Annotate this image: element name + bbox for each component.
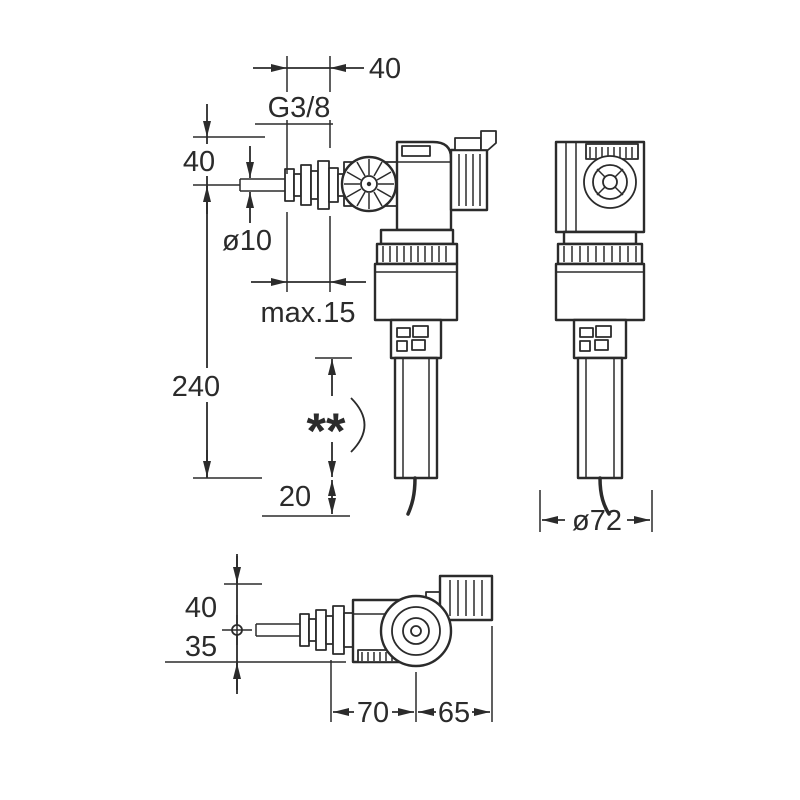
dim-label-inlet-offset: 40 [183, 146, 215, 178]
electrical-connector [449, 130, 497, 212]
dim-label-length-right: 65 [438, 697, 470, 729]
flush-connector [373, 262, 459, 322]
dim-label-top-view-lower: 35 [185, 631, 217, 663]
top-view [255, 574, 494, 668]
dim-label-inlet-diameter: ø10 [222, 225, 272, 257]
top-valve-cap [379, 594, 453, 668]
dim-label-top-view-upper: 40 [185, 592, 217, 624]
valve-body [395, 140, 453, 232]
dim-top-view-offsets: 40 35 [165, 554, 346, 694]
inlet-pipe [239, 178, 287, 192]
dim-top-width: 40 [253, 53, 401, 174]
collar [379, 228, 455, 246]
front-view [554, 140, 646, 516]
front-sensor-cable [598, 476, 611, 516]
inlet-fitting [284, 160, 347, 210]
dim-top-view-lengths: 70 65 [330, 626, 493, 729]
footnote-bracket [350, 397, 366, 453]
footnote-marker: ** [307, 403, 346, 459]
union-nut [375, 242, 459, 266]
front-flush-connector [554, 262, 646, 322]
flow-regulator-wheel [340, 155, 398, 213]
front-valve-body [554, 140, 646, 234]
side-view [239, 130, 497, 516]
dim-inlet-offset: 40 240 [167, 104, 265, 479]
connector-clip [480, 130, 497, 151]
dim-wall-thickness: max.15 [251, 212, 366, 329]
front-valve-cartridge [572, 318, 628, 360]
dim-thread: G3/8 [255, 92, 334, 125]
dim-inlet-diameter: ø10 [222, 146, 272, 257]
front-union-nut [556, 242, 644, 266]
front-outlet-tube [576, 356, 624, 480]
sensor-cable [406, 476, 417, 516]
outlet-tube [393, 356, 439, 480]
valve-cartridge [389, 318, 443, 360]
dim-label-wall-thickness: max.15 [260, 297, 355, 329]
top-electrical-connector [438, 574, 494, 622]
dim-label-length-left: 70 [357, 697, 389, 729]
dim-adjustment: 20 [262, 480, 350, 517]
top-inlet-pipe [255, 623, 302, 637]
dim-label-total-height: 240 [172, 371, 220, 403]
dim-label-thread: G3/8 [268, 92, 331, 124]
dim-footnote: ** [307, 357, 366, 477]
dim-body-diameter: ø72 [539, 490, 653, 537]
front-collar [562, 230, 638, 246]
dimensions: 40 G3/8 40 240 ø10 [165, 53, 653, 729]
dim-label-adjustment: 20 [279, 481, 311, 513]
dim-label-top-width: 40 [369, 53, 401, 85]
top-inlet-fitting [299, 605, 354, 655]
dim-label-body-diameter: ø72 [572, 505, 622, 537]
